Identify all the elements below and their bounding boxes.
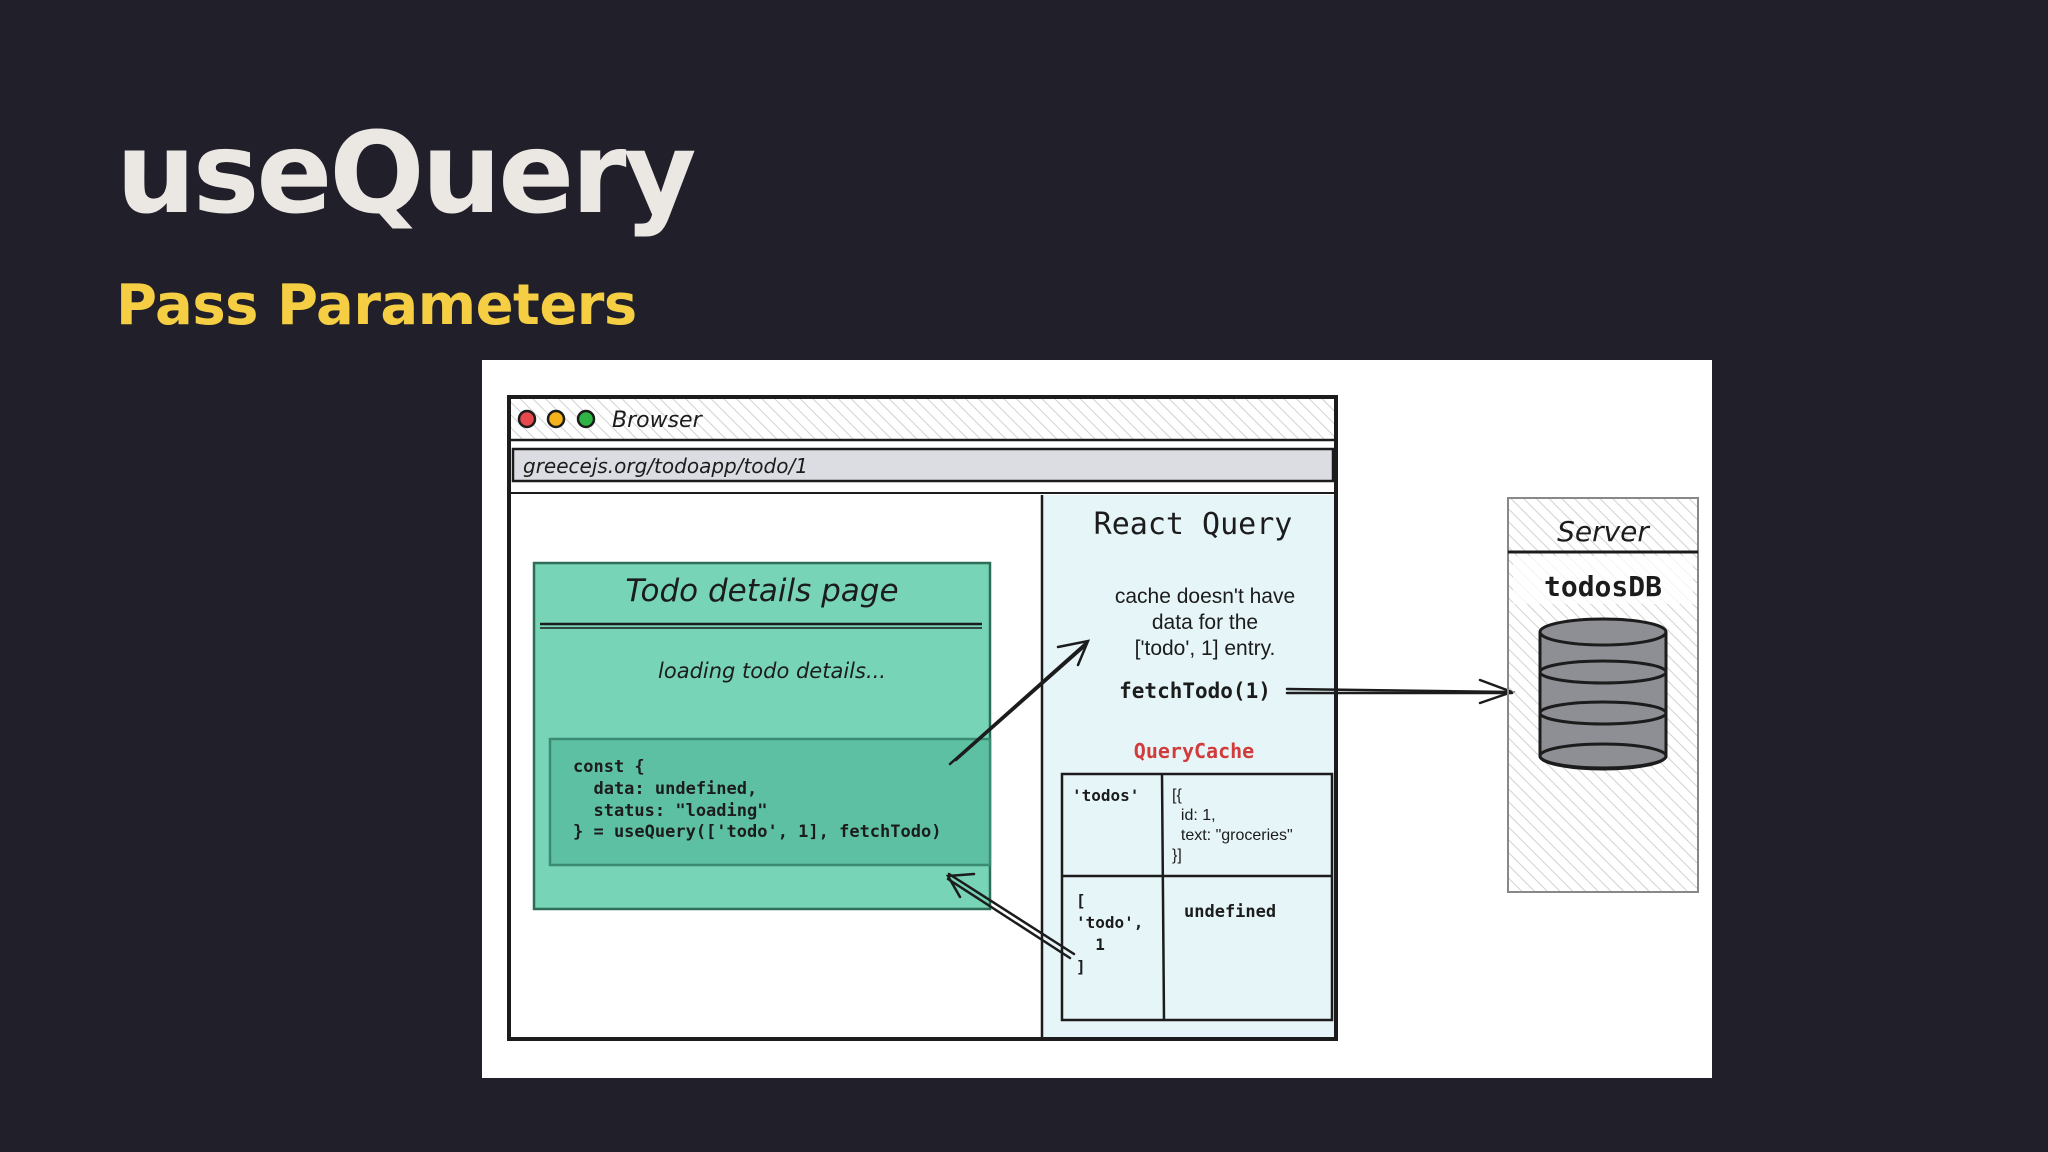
database-icon — [1538, 617, 1668, 771]
cache-value-line: [{ — [1172, 787, 1182, 804]
todo-details-page: Todo details page loading todo details..… — [532, 561, 992, 911]
cache-key-line: 'todos' — [1072, 786, 1139, 805]
cache-key-line: ] — [1076, 957, 1086, 976]
query-cache-label: QueryCache — [1134, 739, 1254, 763]
fetch-call: fetchTodo(1) — [1119, 679, 1271, 703]
url-bar[interactable] — [511, 447, 1335, 483]
url-text: greecejs.org/todoapp/todo/1 — [523, 454, 808, 478]
diagram-card: Browser greecejs.org/todoapp/todo/1 Todo… — [482, 360, 1712, 1078]
traffic-light-yellow-icon[interactable] — [546, 409, 566, 429]
cache-key-line: 'todo', — [1076, 913, 1143, 932]
cache-value-line: text: "groceries" — [1172, 827, 1293, 844]
loading-text: loading todo details... — [658, 659, 886, 683]
browser-window: Browser greecejs.org/todoapp/todo/1 Todo… — [507, 395, 1338, 1041]
react-query-bg — [1042, 495, 1334, 1037]
browser-title: Browser — [612, 408, 704, 433]
code-line: status: "loading" — [573, 801, 767, 821]
db-label: todosDB — [1544, 570, 1662, 603]
todo-page-title: Todo details page — [625, 573, 898, 609]
traffic-light-green-icon[interactable] — [576, 409, 596, 429]
arrow-icon — [945, 872, 1076, 960]
slide-subtitle: Pass Parameters — [116, 273, 637, 338]
cache-key-line: 1 — [1076, 935, 1105, 954]
cache-value-line: }] — [1172, 847, 1182, 864]
arrow-icon — [948, 639, 1091, 766]
cache-message-line: cache doesn't have — [1115, 585, 1295, 608]
query-cache-table — [1060, 772, 1334, 1022]
cache-value-line: id: 1, — [1172, 807, 1216, 824]
code-line: data: undefined, — [573, 779, 757, 799]
cache-value-line: undefined — [1184, 902, 1276, 922]
slide-title: useQuery — [116, 109, 697, 239]
react-query-title: React Query — [1094, 507, 1293, 542]
server-box: Server todosDB — [1507, 497, 1699, 893]
code-line: } = useQuery(['todo', 1], fetchTodo) — [573, 822, 941, 842]
server-title: Server — [1557, 515, 1650, 548]
react-query-panel: React Query cache doesn't have data for … — [1040, 495, 1334, 1037]
code-box — [548, 737, 992, 867]
arrow-back-to-todo-page — [947, 872, 1076, 956]
cache-key-line: [ — [1076, 891, 1086, 910]
arrow-to-server — [1285, 687, 1514, 694]
diagram-svg: Browser greecejs.org/todoapp/todo/1 Todo… — [507, 395, 1699, 1041]
browser-titlebar — [511, 399, 1334, 439]
traffic-light-red-icon[interactable] — [517, 409, 537, 429]
code-line: const { — [573, 757, 645, 777]
cache-message-line: ['todo', 1] entry. — [1135, 637, 1276, 660]
cache-message-line: data for the — [1152, 611, 1258, 634]
